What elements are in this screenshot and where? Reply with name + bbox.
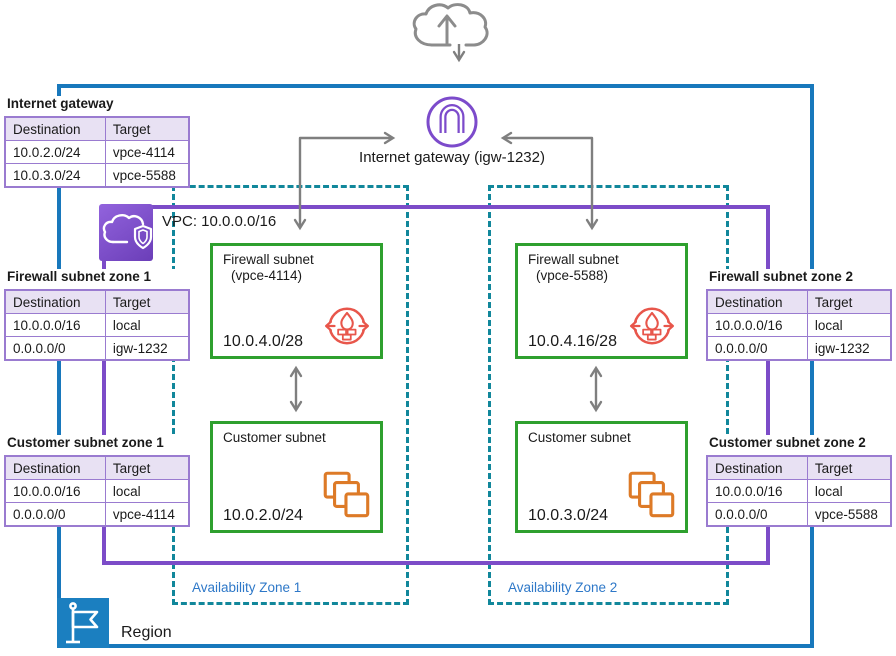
- route-table: Destination Target 10.0.0.0/16 local 0.0…: [4, 289, 190, 361]
- instances-icon: [323, 471, 370, 518]
- firewall-subnet-1-title: Firewall subnet: [223, 252, 314, 267]
- column-header-target: Target: [104, 289, 190, 314]
- firewall-subnet-2-box: Firewall subnet (vpce-5588) 10.0.4.16/28: [515, 243, 688, 359]
- route-target: igw-1232: [806, 336, 892, 361]
- route-target: igw-1232: [104, 336, 190, 361]
- firewall-subnet-2-cidr: 10.0.4.16/28: [528, 333, 617, 350]
- instances-icon: [628, 471, 675, 518]
- route-destination: 10.0.3.0/24: [4, 163, 106, 188]
- route-table-customer-subnet-zone-2: Customer subnet zone 2 Destination Targe…: [706, 435, 892, 527]
- column-header-target: Target: [104, 116, 190, 141]
- firewall-subnet-2-title: Firewall subnet: [528, 252, 619, 267]
- route-target: vpce-5588: [104, 163, 190, 188]
- route-target: local: [104, 479, 190, 503]
- route-destination: 10.0.0.0/16: [4, 479, 106, 503]
- column-header-destination: Destination: [4, 289, 106, 314]
- route-table-internet-gateway: Internet gateway Destination Target 10.0…: [4, 96, 190, 188]
- column-header-target: Target: [104, 455, 190, 480]
- region-label: Region: [121, 624, 172, 641]
- availability-zone-1-label: Availability Zone 1: [192, 580, 302, 595]
- route-table-firewall-subnet-zone-1: Firewall subnet zone 1 Destination Targe…: [4, 269, 190, 361]
- availability-zone-2: Availability Zone 2: [488, 185, 729, 605]
- column-header-target: Target: [806, 455, 892, 480]
- firewall-subnet-1-endpoint: (vpce-4114): [231, 268, 303, 283]
- availability-zone-1: Availability Zone 1: [172, 185, 409, 605]
- vpc-boundary: [102, 205, 770, 565]
- route-target: local: [806, 479, 892, 503]
- vpc-label: VPC: 10.0.0.0/16: [162, 213, 277, 230]
- region-boundary: [57, 84, 814, 648]
- route-table-title: Internet gateway: [7, 96, 114, 111]
- column-header-destination: Destination: [4, 455, 106, 480]
- customer-subnet-2-cidr: 10.0.3.0/24: [528, 507, 609, 524]
- firewall-subnet-2-endpoint: (vpce-5588): [536, 268, 609, 283]
- internet-cloud-icon: [412, 3, 489, 47]
- customer-subnet-2-box: Customer subnet 10.0.3.0/24: [515, 421, 688, 533]
- route-destination: 0.0.0.0/0: [706, 336, 808, 361]
- route-target: vpce-4114: [104, 502, 190, 527]
- route-table: Destination Target 10.0.0.0/16 local 0.0…: [4, 455, 190, 527]
- column-header-destination: Destination: [706, 455, 808, 480]
- route-destination: 10.0.2.0/24: [4, 140, 106, 164]
- route-destination: 0.0.0.0/0: [4, 502, 106, 527]
- route-table-title: Customer subnet zone 2: [709, 435, 866, 450]
- network-firewall-icon: [629, 307, 675, 345]
- route-destination: 0.0.0.0/0: [4, 336, 106, 361]
- route-table-title: Customer subnet zone 1: [7, 435, 164, 450]
- route-table: Destination Target 10.0.0.0/16 local 0.0…: [706, 289, 892, 361]
- route-target: vpce-4114: [104, 140, 190, 164]
- column-header-target: Target: [806, 289, 892, 314]
- route-table: Destination Target 10.0.2.0/24 vpce-4114…: [4, 116, 190, 188]
- route-destination: 10.0.0.0/16: [706, 479, 808, 503]
- route-destination: 0.0.0.0/0: [706, 502, 808, 527]
- customer-subnet-1-cidr: 10.0.2.0/24: [223, 507, 304, 524]
- internet-gateway-label: Internet gateway (igw-1232): [359, 149, 545, 166]
- column-header-destination: Destination: [4, 116, 106, 141]
- route-table-title: Firewall subnet zone 1: [7, 269, 152, 284]
- customer-subnet-1-title: Customer subnet: [223, 430, 326, 445]
- route-table-title: Firewall subnet zone 2: [709, 269, 854, 284]
- column-header-destination: Destination: [706, 289, 808, 314]
- route-table-customer-subnet-zone-1: Customer subnet zone 1 Destination Targe…: [4, 435, 190, 527]
- internet-gateway-icon: [426, 96, 478, 148]
- route-destination: 10.0.0.0/16: [4, 313, 106, 337]
- vpc-icon: [99, 204, 153, 261]
- route-destination: 10.0.0.0/16: [706, 313, 808, 337]
- route-target: vpce-5588: [806, 502, 892, 527]
- route-target: local: [104, 313, 190, 337]
- network-firewall-icon: [324, 307, 370, 345]
- firewall-subnet-1-cidr: 10.0.4.0/28: [223, 333, 304, 350]
- customer-subnet-2-title: Customer subnet: [528, 430, 631, 445]
- availability-zone-2-label: Availability Zone 2: [508, 580, 618, 595]
- route-table-firewall-subnet-zone-2: Firewall subnet zone 2 Destination Targe…: [706, 269, 892, 361]
- route-target: local: [806, 313, 892, 337]
- customer-subnet-1-box: Customer subnet 10.0.2.0/24: [210, 421, 383, 533]
- firewall-subnet-1-box: Firewall subnet (vpce-4114) 10.0.4.0/28: [210, 243, 383, 359]
- region-flag-icon: [57, 598, 109, 648]
- route-table: Destination Target 10.0.0.0/16 local 0.0…: [706, 455, 892, 527]
